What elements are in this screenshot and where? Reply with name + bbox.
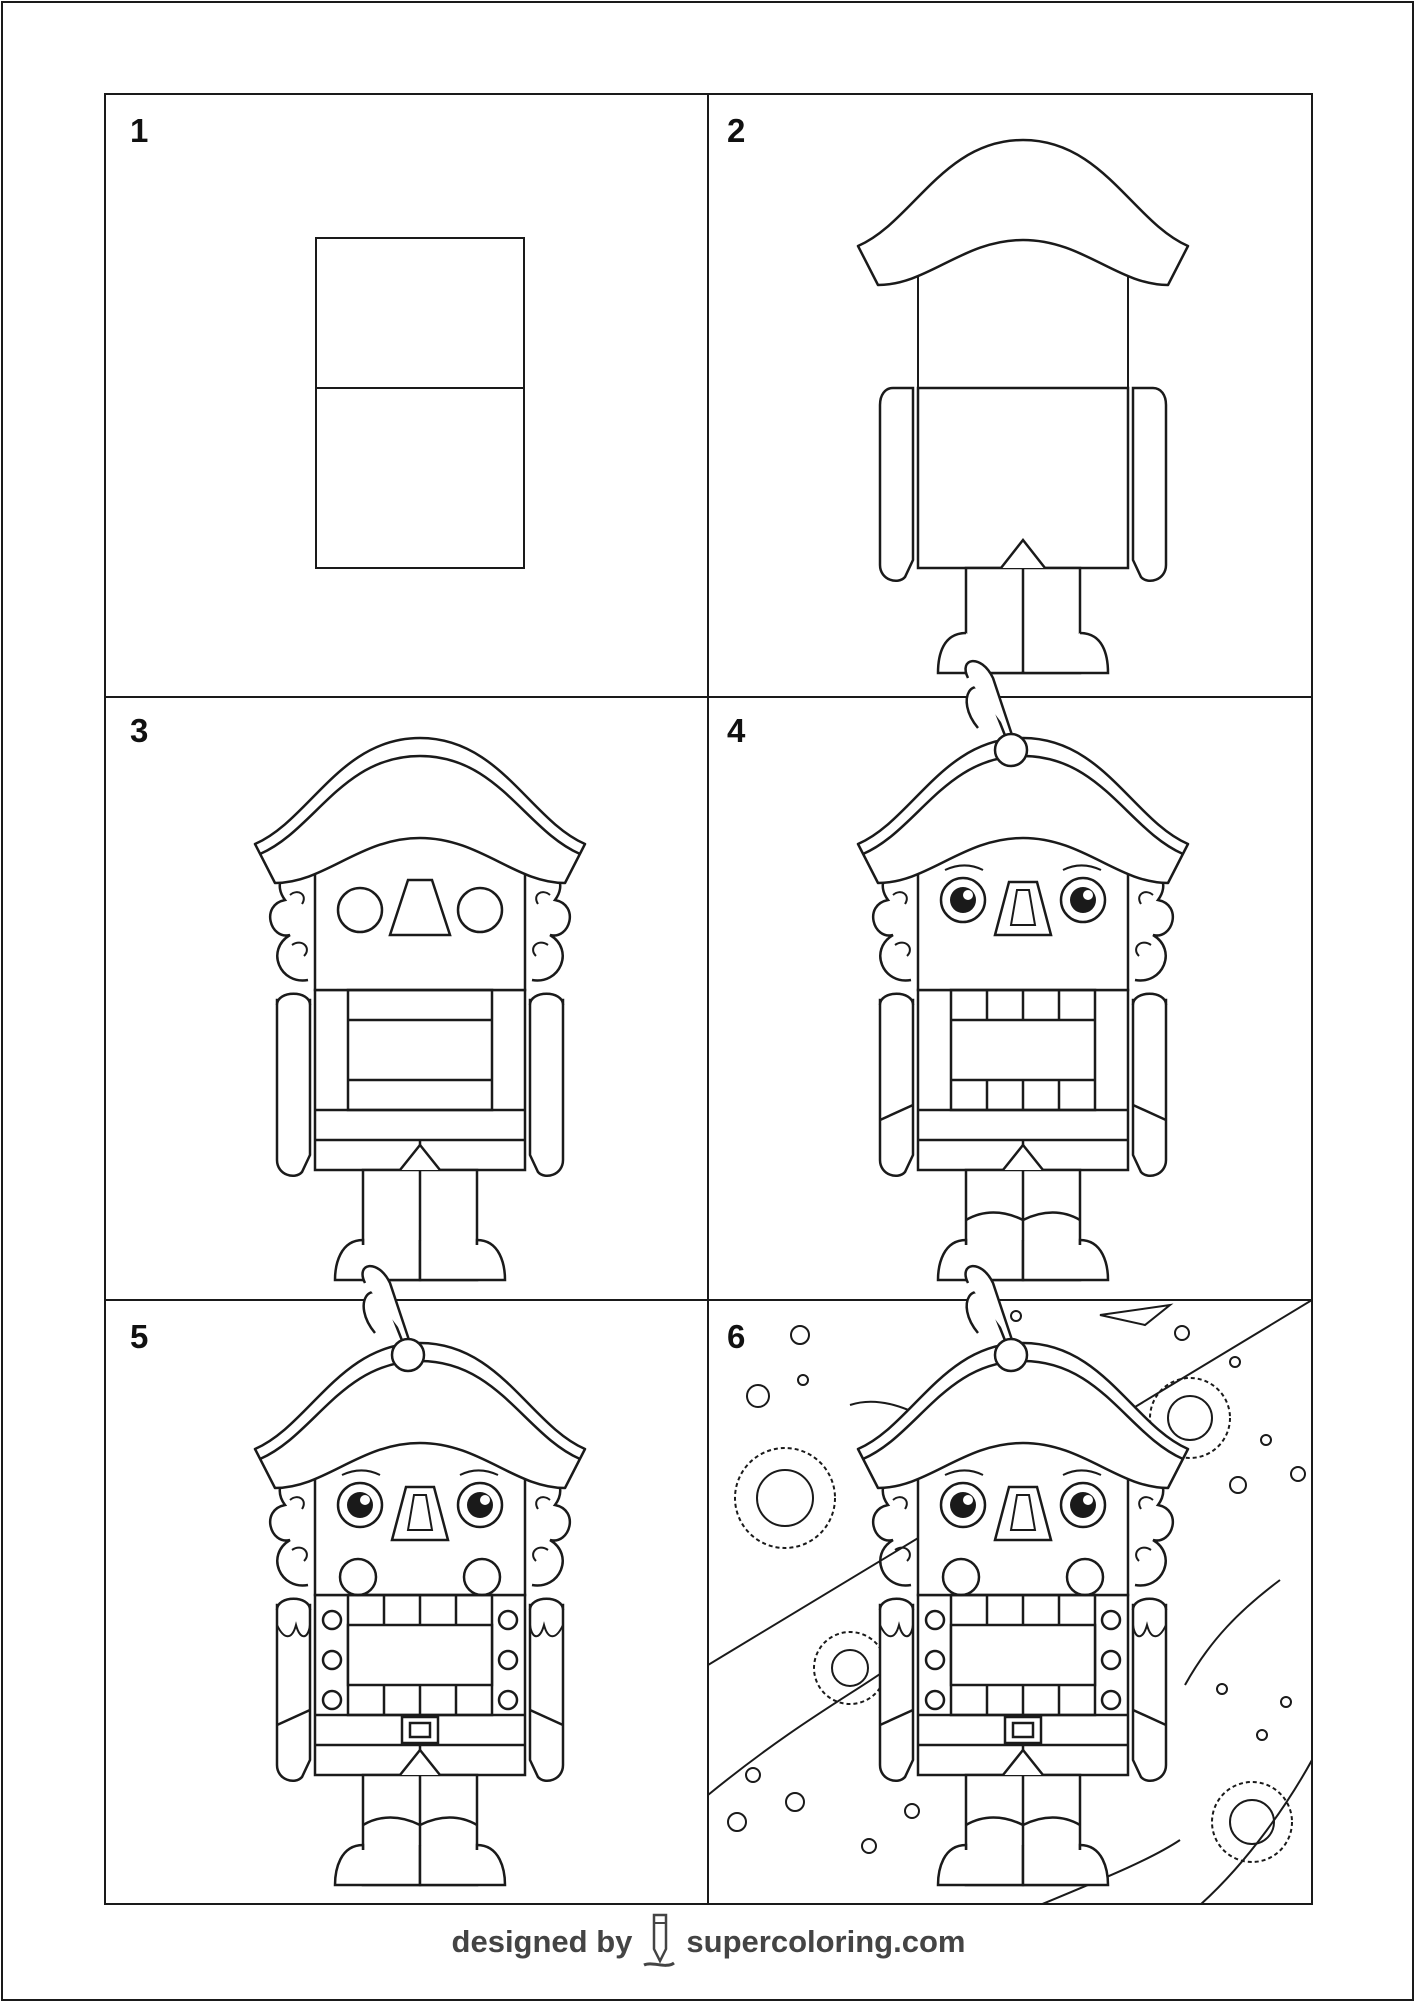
footer-credit: designed by supercoloring.com (0, 1912, 1417, 1972)
step-number-1: 1 (130, 112, 148, 149)
crayon-icon (642, 1911, 676, 1974)
step-5-drawing (253, 1264, 587, 1887)
step-number-4: 4 (727, 712, 746, 749)
step-1-drawing (315, 237, 525, 569)
step-2-drawing (856, 138, 1190, 675)
step-number-5: 5 (130, 1318, 148, 1355)
steps-grid: 1 2 3 4 5 6 (104, 93, 1313, 1905)
footer-site[interactable]: supercoloring.com (686, 1924, 966, 1959)
step-3-drawing (253, 736, 587, 1282)
step-number-2: 2 (727, 112, 745, 149)
footer-prefix: designed by (451, 1924, 633, 1959)
grid-lines (104, 93, 1313, 1905)
step-number-3: 3 (130, 712, 148, 749)
step-4-drawing (856, 659, 1190, 1282)
step-6-drawing (856, 1264, 1190, 1887)
step-number-6: 6 (727, 1318, 745, 1355)
